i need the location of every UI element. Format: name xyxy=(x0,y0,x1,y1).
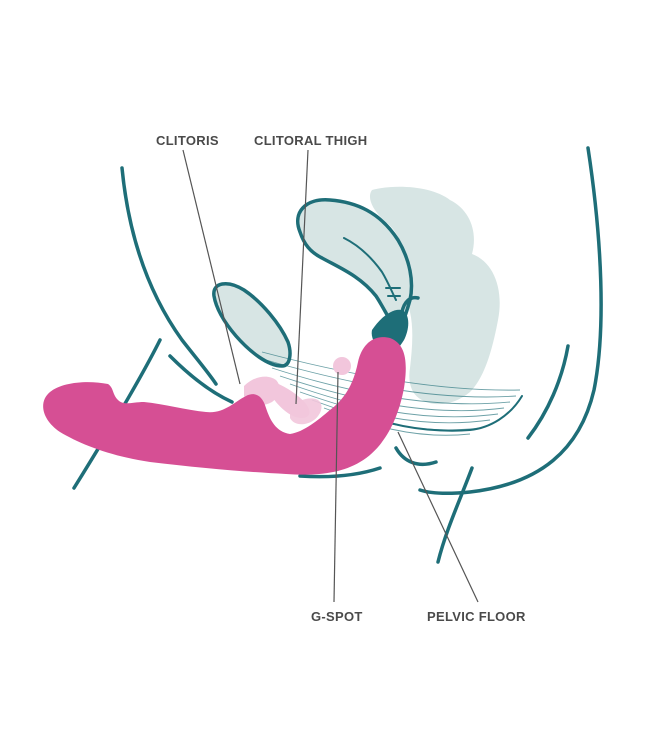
rectum-shape xyxy=(369,186,500,405)
leader-line-clitoris xyxy=(182,149,241,385)
leader-line-pelvic-floor xyxy=(397,431,479,603)
label-clitoris: CLITORIS xyxy=(156,133,219,148)
bladder-shape xyxy=(212,282,292,368)
leader-line-g-spot xyxy=(333,371,339,603)
label-g-spot: G-SPOT xyxy=(311,609,363,624)
toy-highlight xyxy=(290,398,322,425)
leader-lines xyxy=(182,149,479,603)
body-contours xyxy=(72,146,603,564)
leader-line-clitoral-thigh xyxy=(295,149,309,405)
cervix-mark xyxy=(385,287,401,297)
toy-body xyxy=(43,337,406,475)
uterus-shape xyxy=(296,198,414,334)
label-clitoral-thigh: CLITORAL THIGH xyxy=(254,133,368,148)
label-pelvic-floor: PELVIC FLOOR xyxy=(427,609,526,624)
uterus-inner-line xyxy=(343,237,397,301)
